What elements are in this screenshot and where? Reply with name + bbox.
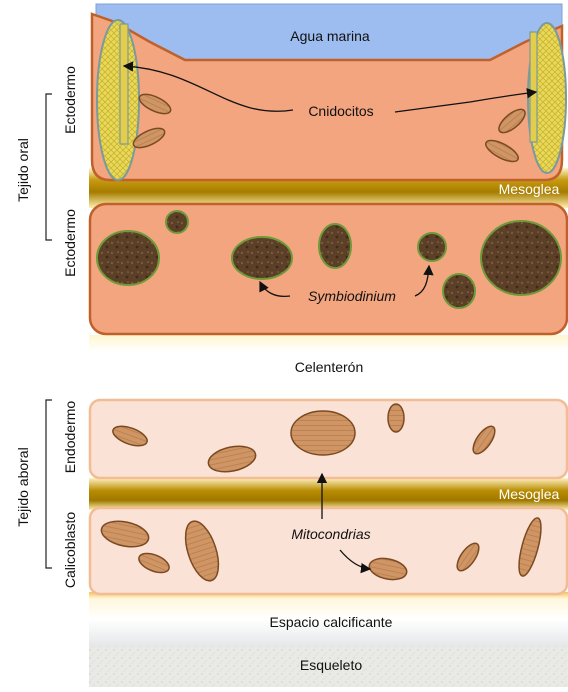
label-agua-marina: Agua marina: [290, 28, 370, 44]
label-celenteron: Celenterón: [295, 359, 364, 375]
side-label-ectodermo-2: Ectodermo: [62, 209, 78, 277]
cnidocyte-right: [528, 23, 566, 173]
label-cnidocitos: Cnidocitos: [308, 103, 373, 119]
side-label-endodermo: Endodermo: [62, 401, 78, 474]
label-mitocondrias: Mitocondrias: [291, 526, 370, 542]
label-espacio-calcificante: Espacio calcificante: [270, 614, 393, 630]
label-mesoglea-top: Mesoglea: [499, 181, 560, 197]
label-mesoglea-bottom: Mesoglea: [499, 486, 560, 502]
calicoblast-layer: [90, 508, 567, 594]
side-label-ectodermo-1: Ectodermo: [62, 66, 78, 134]
cnidocyte-left: [97, 20, 139, 180]
side-label-tejido-aboral: Tejido aboral: [15, 447, 31, 526]
side-label-calicoblasto: Calicoblasto: [62, 512, 78, 588]
side-label-tejido-oral: Tejido oral: [15, 138, 31, 202]
mesoglea-band-bottom: [89, 478, 568, 510]
label-symbiodinium: Symbiodinium: [308, 288, 396, 304]
side-brackets: [46, 94, 52, 568]
label-esqueleto: Esqueleto: [300, 657, 362, 673]
